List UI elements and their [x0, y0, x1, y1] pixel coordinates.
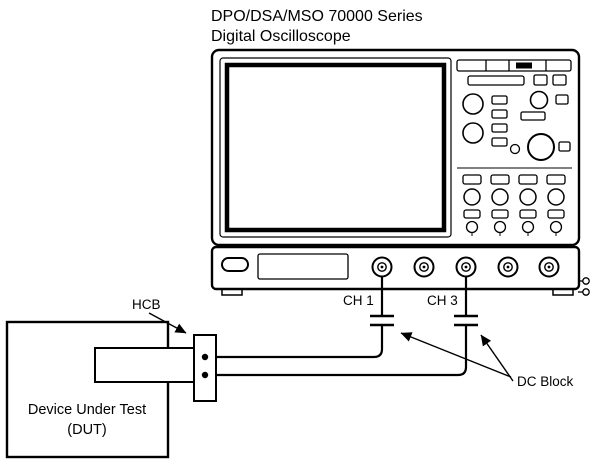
panel-button — [491, 95, 508, 105]
panel-button — [491, 137, 508, 147]
channel-button — [519, 209, 537, 219]
channel-knob — [547, 188, 565, 206]
oscilloscope — [210, 48, 590, 296]
panel-button — [520, 111, 546, 121]
panel-button — [491, 109, 508, 119]
channel-knob-small — [493, 220, 507, 234]
bnc-connector-ch4-pin — [506, 265, 510, 269]
menu-dark-button — [516, 62, 532, 69]
knob — [529, 90, 549, 110]
channel-knob-small — [465, 220, 479, 234]
panel-button — [552, 74, 567, 86]
title-line2: Digital Oscilloscope — [211, 28, 351, 45]
wire-ch1-lower — [216, 325, 384, 359]
hcb-pin-2 — [201, 371, 209, 379]
front-panel-inset — [257, 253, 349, 280]
channel-button — [491, 209, 509, 219]
knob-small — [509, 143, 521, 155]
channel-button — [463, 209, 481, 219]
ch1-signal-path — [216, 277, 394, 359]
bnc-connector-ch1-pin — [380, 265, 384, 269]
wire-ch3-lower — [216, 325, 468, 377]
channel-knob-small — [521, 220, 535, 234]
dc-block-arrow-ch3 — [480, 334, 514, 382]
channel-knob — [463, 188, 481, 206]
power-button — [221, 257, 249, 272]
menu-button-row — [456, 59, 572, 72]
ch1-label: CH 1 — [343, 293, 374, 308]
bnc-connector-ch2-pin — [422, 265, 426, 269]
dc-block-arrow-ch1 — [400, 332, 512, 378]
channel-knob-small — [549, 220, 563, 234]
ground-terminal-ring — [582, 277, 590, 285]
hcb-pin-1 — [201, 353, 209, 361]
dut-box — [5, 320, 170, 459]
panel-button — [558, 141, 571, 152]
channel-knob — [491, 188, 509, 206]
dc-block-label: DC Block — [517, 374, 574, 389]
bnc-connector-aux-pin — [547, 265, 551, 269]
hcb-block — [193, 334, 217, 402]
bnc-connector-ch1-inner — [377, 262, 387, 272]
channel-button — [462, 174, 482, 185]
panel-button — [555, 94, 569, 105]
bnc-connector-ch3-pin — [464, 265, 468, 269]
channel-knob — [519, 188, 537, 206]
ch3-label: CH 3 — [427, 293, 458, 308]
multipurpose-knob — [527, 133, 555, 161]
dut-label-line1: Device Under Test — [28, 402, 146, 418]
panel-button — [491, 123, 508, 133]
channel-button — [547, 209, 565, 219]
hcb-arrow — [148, 312, 187, 334]
dut-label-line2: (DUT) — [67, 422, 106, 438]
bnc-connector-ch3-inner — [461, 262, 471, 272]
hcb-label: HCB — [132, 297, 161, 312]
display-screen — [224, 62, 447, 233]
channel-button — [546, 174, 566, 185]
panel-button — [533, 74, 548, 86]
channel-button — [518, 174, 538, 185]
bnc-connector-aux-inner — [544, 262, 554, 272]
dut-connector — [94, 347, 195, 383]
channel-button — [490, 174, 510, 185]
control-panel — [456, 59, 572, 236]
ground-terminal-ring — [582, 288, 590, 296]
panel-button — [467, 75, 525, 86]
bnc-connector-ch4-inner — [503, 262, 513, 272]
bnc-connectors — [371, 256, 560, 278]
title-line1: DPO/DSA/MSO 70000 Series — [211, 8, 423, 25]
ground-terminal — [578, 277, 590, 296]
bnc-connector-ch2-inner — [419, 262, 429, 272]
knob — [462, 122, 484, 144]
ch3-signal-path — [216, 277, 478, 377]
knob — [462, 93, 484, 115]
